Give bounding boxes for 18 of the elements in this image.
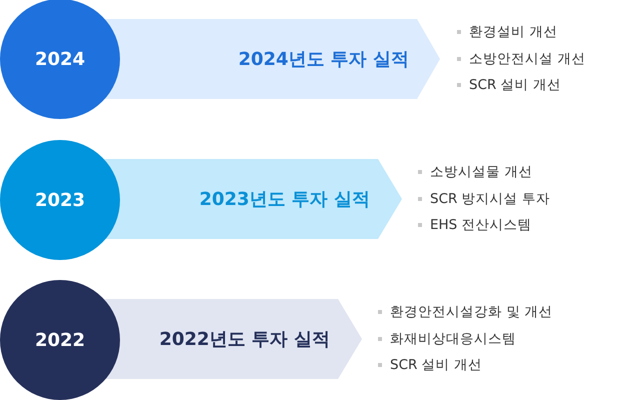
list-item: SCR 설비 개선 [390,356,482,374]
list-item: 환경설비 개선 [469,23,558,42]
list-item: SCR 설비 개선 [469,76,561,94]
list-item: 소방시설물 개선 [430,163,532,182]
list-item: 환경안전시설강화 및 개선 [390,303,553,322]
year-circle: 2022 [0,280,120,400]
list-item: 소방안전시설 개선 [469,50,586,68]
banner-heading: 2023년도 투자 실적 [199,188,370,211]
year-circle: 2024 [0,0,120,119]
arrow-banner [103,299,362,379]
list-item: EHS 전산시스템 [430,216,532,234]
banner-heading: 2024년도 투자 실적 [238,48,409,71]
list-item: SCR 방지시설 투자 [430,190,550,208]
list-item: 화재비상대응시스템 [390,330,516,348]
arrow-banner [104,19,440,99]
arrow-banner [103,159,402,239]
banner-heading: 2022년도 투자 실적 [159,328,330,351]
year-circle: 2023 [0,140,120,260]
